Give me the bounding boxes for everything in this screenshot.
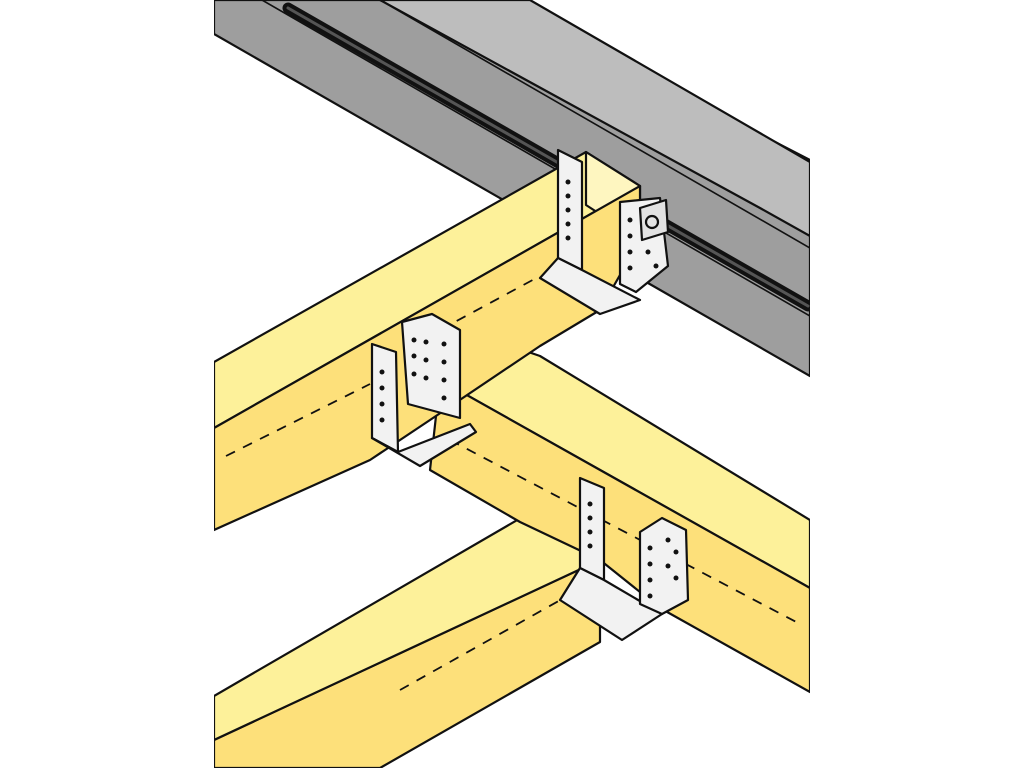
trimmer-beam-centerline bbox=[449, 439, 801, 625]
hanger-lower-holes bbox=[587, 501, 679, 599]
hanger-lower-front-flange bbox=[638, 516, 690, 616]
upper-joist-centerline bbox=[225, 383, 371, 457]
bolt-icon bbox=[644, 214, 660, 230]
hanger-lower-back-flange bbox=[578, 476, 606, 582]
concrete-edge-line bbox=[379, 0, 810, 249]
hanger-middle bbox=[370, 312, 478, 468]
hanger-lower-seat bbox=[558, 566, 664, 642]
concrete-edge-line bbox=[261, 0, 810, 317]
hanger-wall-holes bbox=[565, 179, 659, 271]
hanger-lower bbox=[558, 476, 690, 642]
concrete-wall-top bbox=[378, 0, 810, 238]
hanger-wall bbox=[538, 148, 670, 316]
trimmer-beam-side bbox=[428, 378, 810, 694]
hanger-middle-front-flange bbox=[370, 342, 400, 454]
concrete-wall bbox=[214, 0, 810, 378]
hanger-middle-back-flange bbox=[400, 312, 462, 420]
hanger-wall-seat bbox=[538, 256, 642, 316]
hanger-middle-holes bbox=[379, 337, 447, 423]
hanger-middle-seat bbox=[370, 422, 478, 468]
